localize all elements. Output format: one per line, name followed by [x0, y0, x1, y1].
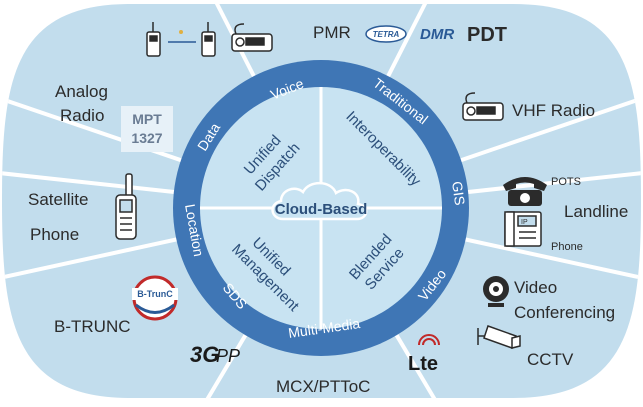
label-pots: POTS [551, 176, 581, 188]
label-phone: Phone [551, 241, 583, 253]
label-satellite-line1: Satellite [28, 190, 88, 209]
svg-text:B-TrunC: B-TrunC [137, 289, 173, 299]
svg-text:TETRA: TETRA [373, 30, 400, 39]
dmr-logo: DMR [420, 26, 454, 43]
label-video-conf-line1: Video [514, 278, 557, 297]
label-satellite-line2: Phone [30, 225, 79, 244]
webcam-icon [483, 276, 509, 307]
svg-text:Lte: Lte [408, 353, 438, 375]
svg-text:MPT: MPT [132, 111, 162, 127]
tetra-logo: TETRA [365, 25, 407, 43]
cctv-camera-icon [477, 325, 521, 349]
center-label: Cloud-Based [275, 201, 368, 218]
svg-text:PP: PP [216, 346, 240, 366]
label-landline: Landline [564, 202, 628, 221]
label-vhf-radio: VHF Radio [512, 101, 595, 120]
b-trunc-logo: B-TrunC [132, 275, 178, 321]
svg-text:1327: 1327 [131, 130, 162, 146]
label-analog-radio-line2: Radio [60, 106, 104, 125]
cloud-icon [271, 181, 368, 221]
mobile-radio-icon [231, 23, 273, 52]
lte-logo: Lte [408, 334, 440, 375]
svg-text:IP: IP [521, 219, 528, 226]
mpt-1327-logo: MPT 1327 [121, 106, 173, 152]
label-pmr: PMR [313, 23, 351, 42]
label-cctv: CCTV [527, 350, 574, 369]
mobile-radio-icon [462, 92, 504, 121]
walkie-talkie-icon [146, 22, 216, 57]
3gpp-logo: 3G PP [190, 342, 240, 367]
landline-phone-icon [503, 177, 547, 206]
label-b-trunc: B-TRUNC [54, 317, 131, 336]
satellite-phone-icon [115, 173, 137, 240]
ring-label-gis: GIS [449, 180, 468, 206]
label-video-conf-line2: Conferencing [514, 303, 615, 322]
label-analog-radio-line1: Analog [55, 82, 108, 101]
svg-text:3G: 3G [190, 342, 219, 367]
label-mcx: MCX/PTToC [276, 377, 370, 396]
desk-phone-icon: IP [504, 211, 542, 247]
pdt-logo: PDT [467, 24, 507, 46]
